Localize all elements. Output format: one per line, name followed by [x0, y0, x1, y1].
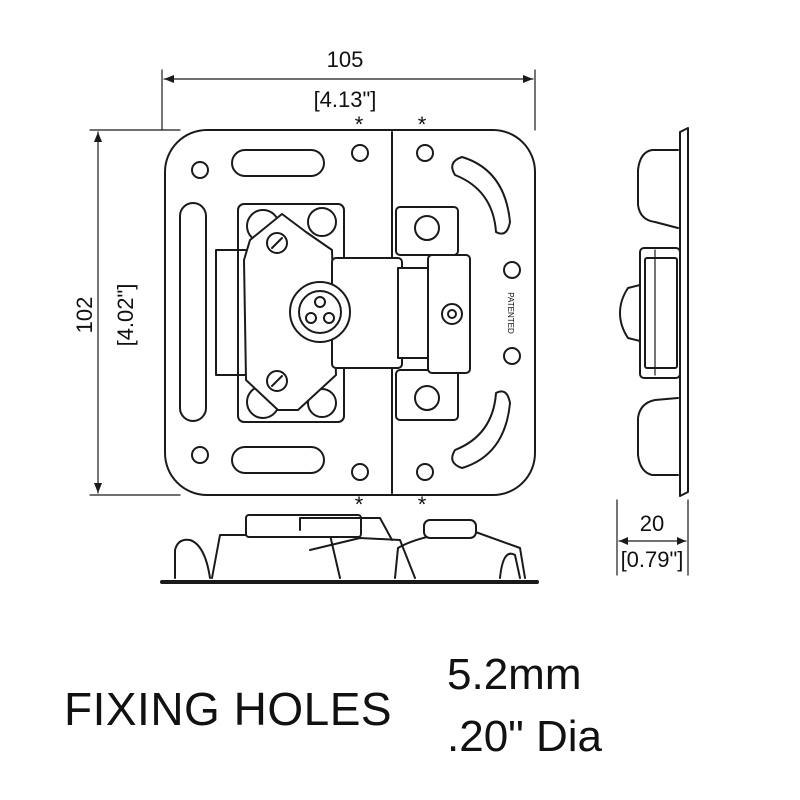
fixing-hole-marker: * — [418, 112, 427, 137]
fixing-hole-size-in: .20" Dia — [447, 712, 603, 761]
patent-text: PATENTED — [506, 292, 515, 334]
height-dimension: 102 [4.02"] — [72, 129, 181, 496]
bottom-view — [160, 514, 539, 584]
fixing-hole-marker: * — [355, 492, 364, 517]
height-in-label: [4.02"] — [113, 284, 138, 347]
mounting-slots — [179, 149, 511, 474]
fixing-holes — [191, 144, 521, 481]
depth-in-label: [0.79"] — [621, 547, 684, 572]
width-in-label: [4.13"] — [314, 87, 377, 112]
mounting-plate — [164, 129, 536, 496]
depth-dimension: 20 [0.79"] — [616, 499, 689, 576]
height-mm-label: 102 — [72, 297, 97, 334]
keeper-screw-icon — [441, 303, 463, 325]
fixing-holes-label: FIXING HOLES — [64, 683, 393, 735]
fixing-hole-marker: * — [355, 112, 364, 137]
depth-mm-label: 20 — [640, 511, 664, 536]
side-view — [619, 127, 689, 497]
front-view: * * * * — [164, 112, 536, 517]
latch-keeper — [395, 206, 471, 421]
fixing-hole-size-mm: 5.2mm — [447, 650, 582, 699]
width-dimension: 105 [4.13"] — [161, 47, 536, 131]
width-mm-label: 105 — [327, 47, 364, 72]
fixing-hole-marker: * — [418, 492, 427, 517]
